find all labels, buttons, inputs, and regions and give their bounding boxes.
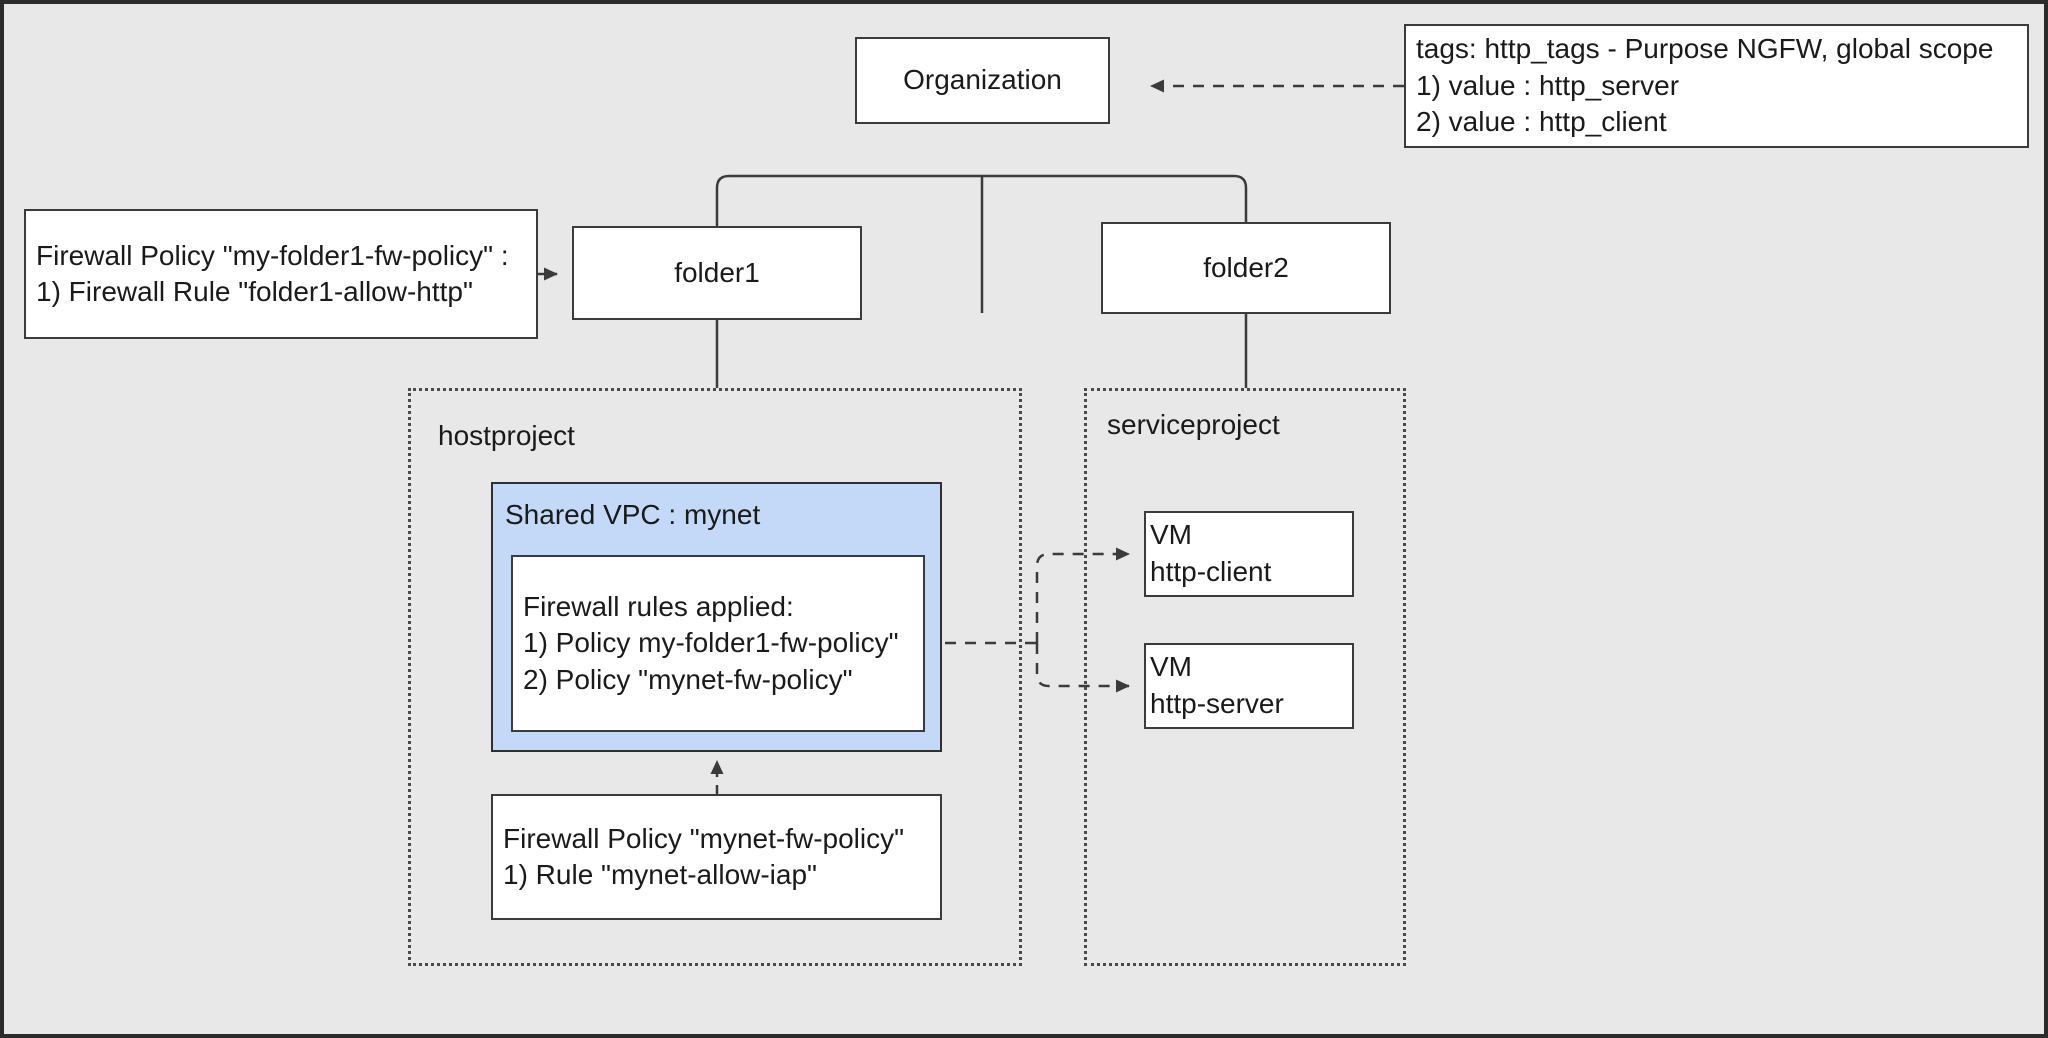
diagram-edges-layer — [538, 79, 1404, 794]
applied-rules-line-2: 1) Policy my-folder1-fw-policy" — [523, 627, 899, 659]
container-serviceproject-label: serviceproject — [1107, 409, 1280, 440]
node-mynet-policy[interactable]: Firewall Policy "mynet-fw-policy" 1) Rul… — [491, 794, 942, 920]
container-hostproject[interactable] — [408, 388, 1022, 966]
folder1-policy-line-1: Firewall Policy "my-folder1-fw-policy" : — [36, 239, 509, 271]
vm-http-server-line-2: http-server — [1150, 688, 1284, 719]
node-folder2-label: folder2 — [1203, 251, 1289, 283]
tags-note-line-1: tags: http_tags - Purpose NGFW, global s… — [1416, 33, 1994, 65]
container-serviceproject[interactable] — [1084, 388, 1406, 966]
node-applied-rules[interactable]: Firewall rules applied: 1) Policy my-fol… — [511, 555, 925, 732]
node-organization[interactable]: Organization — [855, 37, 1110, 124]
node-vm-http-server[interactable]: VM http-server — [1144, 643, 1354, 729]
applied-rules-line-1: Firewall rules applied: — [523, 590, 794, 622]
node-vm-http-client[interactable]: VM http-client — [1144, 511, 1354, 597]
container-hostproject-label: hostproject — [438, 420, 575, 451]
applied-rules-line-3: 2) Policy "mynet-fw-policy" — [523, 663, 853, 695]
node-organization-label: Organization — [903, 64, 1062, 96]
vm-http-client-line-1: VM — [1150, 519, 1192, 551]
node-folder1[interactable]: folder1 — [572, 226, 862, 320]
node-folder2[interactable]: folder2 — [1101, 222, 1391, 314]
mynet-policy-line-2: 1) Rule "mynet-allow-iap" — [503, 859, 817, 890]
folder1-policy-line-2: 1) Firewall Rule "folder1-allow-http" — [36, 276, 473, 307]
tags-note-line-3: 2) value : http_client — [1416, 106, 1667, 138]
node-shared-vpc-label: Shared VPC : mynet — [505, 499, 761, 530]
node-folder1-policy[interactable]: Firewall Policy "my-folder1-fw-policy" :… — [24, 209, 538, 339]
vm-http-server-line-1: VM — [1150, 651, 1192, 683]
tags-note-line-2: 1) value : http_server — [1416, 69, 1680, 101]
node-tags-note[interactable]: tags: http_tags - Purpose NGFW, global s… — [1404, 24, 2029, 148]
vm-http-client-line-2: http-client — [1150, 556, 1272, 587]
node-folder1-label: folder1 — [674, 256, 760, 288]
mynet-policy-line-1: Firewall Policy "mynet-fw-policy" — [503, 822, 905, 854]
